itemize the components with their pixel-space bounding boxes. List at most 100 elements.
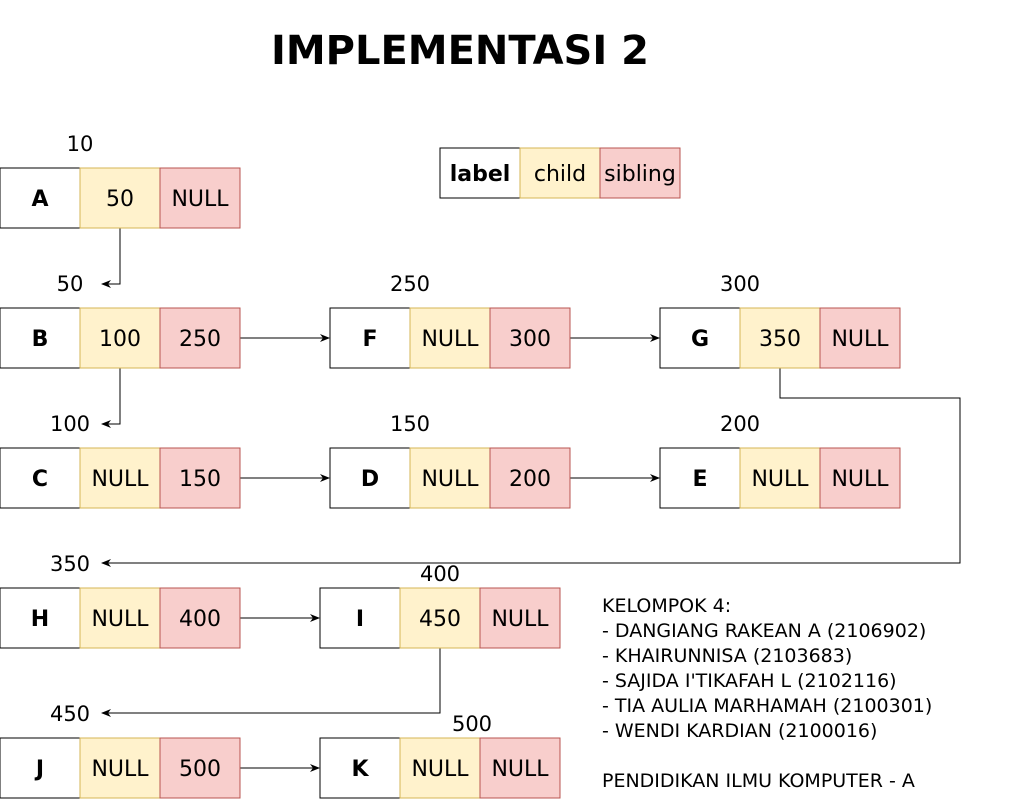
node-child-text: NULL xyxy=(91,607,149,632)
node-label-text: D xyxy=(361,467,379,492)
edge-child-a-b xyxy=(101,228,121,288)
node-sibling-text: NULL xyxy=(171,187,229,212)
edge-child-i-j xyxy=(101,648,441,717)
node-sibling-text: NULL xyxy=(831,467,889,492)
edges-layer xyxy=(101,228,961,772)
node-sibling-text: NULL xyxy=(491,757,549,782)
node-label-text: I xyxy=(356,607,364,632)
node-child-text: NULL xyxy=(751,467,809,492)
node-address: 10 xyxy=(67,132,94,156)
node-child-text: NULL xyxy=(91,757,149,782)
node-label-cell xyxy=(659,447,741,509)
node-sibling-cell xyxy=(159,447,241,509)
legend-label-text: label xyxy=(450,162,511,187)
node-address: 250 xyxy=(390,272,430,296)
node-label-text: G xyxy=(691,327,709,352)
node-child-cell xyxy=(79,737,161,799)
node-label-text: K xyxy=(351,757,369,782)
node-k: K NULL NULL 500 xyxy=(319,712,561,799)
node-sibling-text: 200 xyxy=(509,467,551,492)
node-label-text: E xyxy=(692,467,707,492)
node-g: G 350 NULL 300 xyxy=(659,272,901,369)
legend-child-text: child xyxy=(534,162,586,187)
node-child-text: NULL xyxy=(411,757,469,782)
node-label-text: C xyxy=(32,467,48,492)
node-sibling-text: NULL xyxy=(491,607,549,632)
node-label-text: J xyxy=(34,757,44,782)
node-j: J NULL 500 450 xyxy=(0,702,241,799)
node-label-cell xyxy=(0,737,81,799)
node-child-cell xyxy=(409,307,491,369)
node-d: D NULL 200 150 xyxy=(329,412,571,509)
node-child-cell xyxy=(739,447,821,509)
edge-child-g-h xyxy=(101,368,961,567)
legend: label child sibling xyxy=(439,147,681,199)
node-child-text: 350 xyxy=(759,327,801,352)
node-child-cell xyxy=(739,307,821,369)
node-child-text: 100 xyxy=(99,327,141,352)
legend-sibling-text: sibling xyxy=(604,162,676,187)
group-info: KELOMPOK 4: - DANGIANG RAKEAN A (2106902)… xyxy=(602,594,932,794)
node-sibling-cell xyxy=(159,737,241,799)
node-label-cell xyxy=(659,307,741,369)
group-heading: KELOMPOK 4: xyxy=(602,595,732,617)
node-sibling-text: 150 xyxy=(179,467,221,492)
node-label-cell xyxy=(0,167,81,229)
edge-child-b-c xyxy=(101,368,121,428)
node-child-text: NULL xyxy=(91,467,149,492)
node-address: 200 xyxy=(720,412,760,436)
node-label-text: H xyxy=(31,607,49,632)
node-child-cell xyxy=(79,167,161,229)
node-child-cell xyxy=(79,307,161,369)
node-sibling-cell xyxy=(819,447,901,509)
node-child-cell xyxy=(79,587,161,649)
node-sibling-cell xyxy=(159,307,241,369)
node-sibling-text: NULL xyxy=(831,327,889,352)
node-b: B 100 250 50 xyxy=(0,272,241,369)
node-child-text: 50 xyxy=(106,187,134,212)
node-sibling-cell xyxy=(159,587,241,649)
node-label-cell xyxy=(0,447,81,509)
member-item: - KHAIRUNNISA (2103683) xyxy=(602,645,853,667)
node-sibling-text: 500 xyxy=(179,757,221,782)
node-address: 150 xyxy=(390,412,430,436)
node-sibling-text: 300 xyxy=(509,327,551,352)
node-child-text: 450 xyxy=(419,607,461,632)
node-address: 100 xyxy=(50,412,90,436)
node-child-text: NULL xyxy=(421,327,479,352)
node-child-text: NULL xyxy=(421,467,479,492)
legend-sibling-cell xyxy=(599,147,681,199)
node-sibling-cell xyxy=(489,447,571,509)
node-sibling-cell xyxy=(819,307,901,369)
group-footer: PENDIDIKAN ILMU KOMPUTER - A xyxy=(602,770,915,792)
node-child-cell xyxy=(399,587,481,649)
member-item: - TIA AULIA MARHAMAH (2100301) xyxy=(602,695,933,717)
member-item: - WENDI KARDIAN (2100016) xyxy=(602,720,878,742)
legend-label-cell xyxy=(439,147,521,199)
member-item: - SAJIDA I'TIKAFAH L (2102116) xyxy=(602,670,897,692)
node-label-cell xyxy=(0,587,81,649)
node-child-cell xyxy=(79,447,161,509)
node-sibling-cell xyxy=(479,737,561,799)
node-child-cell xyxy=(399,737,481,799)
node-label-text: B xyxy=(32,327,49,352)
node-label-cell xyxy=(319,587,401,649)
node-address: 500 xyxy=(452,712,492,736)
member-item: - DANGIANG RAKEAN A (2106902) xyxy=(602,620,927,642)
node-address: 300 xyxy=(720,272,760,296)
node-sibling-cell xyxy=(159,167,241,229)
node-sibling-cell xyxy=(489,307,571,369)
node-address: 450 xyxy=(50,702,90,726)
node-e: E NULL NULL 200 xyxy=(659,412,901,509)
node-label-cell xyxy=(329,307,411,369)
node-child-cell xyxy=(409,447,491,509)
node-sibling-text: 250 xyxy=(179,327,221,352)
node-address: 50 xyxy=(57,272,84,296)
node-label-cell xyxy=(319,737,401,799)
